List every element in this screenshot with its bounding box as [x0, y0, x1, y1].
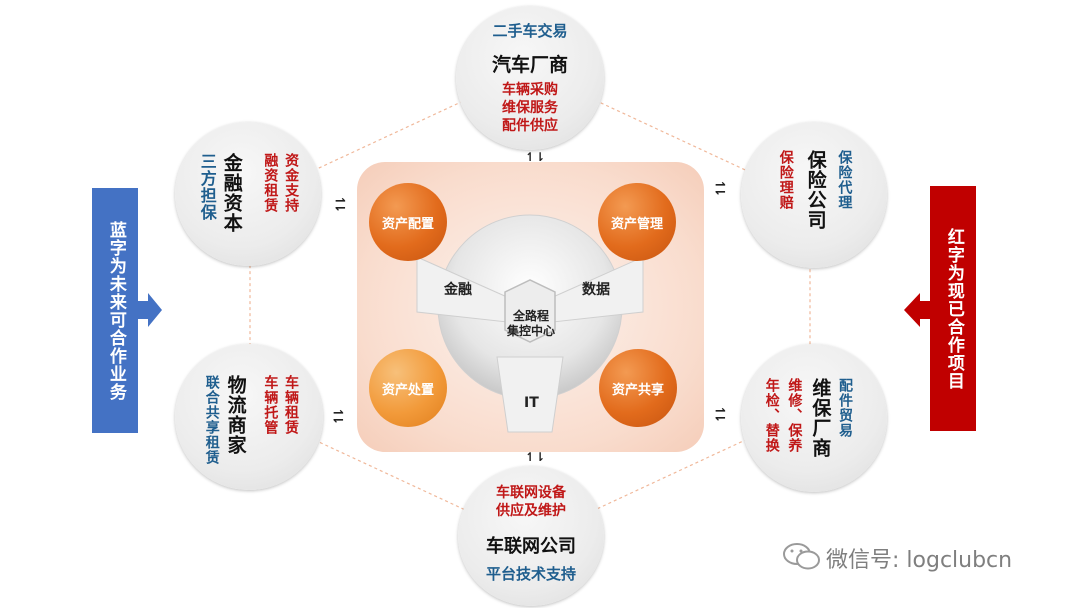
segment-it-label: IT [524, 395, 539, 411]
financial-blue: 三方担保 [197, 153, 217, 221]
maintenance-text: 配件贸易 维保厂商 维修、保养 年检、替换 [763, 378, 853, 478]
exchange-arrows-vertical-icon: ↿⇂ [525, 150, 546, 164]
automaker-blue-text: 二手车交易 [492, 22, 568, 40]
maintenance-blue: 配件贸易 [837, 378, 853, 438]
maintenance-red-2: 维修、保养 [786, 378, 803, 453]
automaker-red-list: 车辆采购 维保服务 配件供应 [456, 81, 604, 135]
red-legend-box: 红字为现已合作项目 [930, 186, 976, 431]
node-automaker [456, 6, 604, 150]
telematics-blue: 平台技术支持 [485, 565, 576, 583]
node-financial-capital [175, 122, 321, 266]
exchange-arrows-icon: ⇀↽ [715, 178, 726, 200]
watermark-text: 微信号: logclubcn [826, 548, 1013, 573]
node-telematics [458, 466, 604, 606]
automaker-red-2: 维保服务 [502, 100, 558, 116]
hub-label-line2: 集控中心 [506, 324, 555, 338]
financial-capital-text: 资金支持 融资租赁 金融资本 三方担保 [197, 153, 300, 243]
hub-label-line1: 全路程 [512, 309, 549, 323]
telematics-red-list: 车联网设备 供应及维护 [458, 484, 604, 520]
insurance-title: 保险公司 [804, 150, 827, 230]
hub-graphic [416, 214, 644, 433]
logistics-text: 车辆租赁 车辆托管 物流商家 联合共享租赁 [203, 375, 299, 475]
blue-arrow-icon [138, 293, 162, 327]
automaker-title: 汽车厂商 [491, 54, 568, 76]
logistics-title: 物流商家 [224, 375, 247, 455]
blue-legend-text: 蓝字为未来可合作业务 [105, 220, 126, 401]
logistics-red-2: 车辆托管 [262, 375, 279, 435]
blue-legend-box: 蓝字为未来可合作业务 [92, 188, 138, 433]
logistics-blue: 联合共享租赁 [203, 375, 220, 465]
financial-red-2: 融资租赁 [262, 153, 279, 213]
segment-data-label: 数据 [582, 282, 610, 298]
maintenance-red-1: 年检、替换 [763, 378, 780, 453]
logistics-red-1: 车辆租赁 [283, 375, 299, 435]
red-arrow-icon [904, 293, 932, 327]
automaker-red-3: 配件供应 [502, 118, 558, 134]
telematics-red-2: 供应及维护 [496, 503, 566, 519]
hub-label: 全路程 集控中心 [503, 309, 559, 339]
node-maintenance [741, 344, 887, 492]
node-insurance [741, 122, 887, 268]
red-legend-text: 红字为现已合作项目 [943, 227, 964, 390]
insurance-blue: 保险代理 [836, 150, 853, 210]
orb-asset-config: 资产配置 [369, 183, 447, 261]
exchange-arrows-icon: ⇀↽ [333, 406, 344, 428]
financial-title: 金融资本 [220, 153, 243, 233]
exchange-arrows-icon: ⇀↽ [335, 194, 346, 216]
segment-finance-label: 金融 [444, 282, 472, 298]
orb-asset-share: 资产共享 [599, 349, 677, 427]
automaker-red-1: 车辆采购 [502, 82, 558, 98]
node-logistics [175, 344, 323, 490]
wechat-icon [783, 543, 820, 570]
insurance-red: 保险理赔 [777, 150, 794, 210]
insurance-text: 保险代理 保险公司 保险理赔 [777, 150, 853, 250]
orb-asset-dispose: 资产处置 [369, 349, 447, 427]
telematics-title: 车联网公司 [486, 536, 576, 557]
exchange-arrows-icon: ⇀↽ [715, 404, 726, 426]
financial-red-1: 资金支持 [283, 153, 300, 213]
maintenance-title: 维保厂商 [809, 378, 832, 458]
orb-asset-manage: 资产管理 [598, 183, 676, 261]
telematics-red-1: 车联网设备 [496, 485, 566, 501]
exchange-arrows-vertical-icon: ↿⇂ [525, 450, 546, 464]
